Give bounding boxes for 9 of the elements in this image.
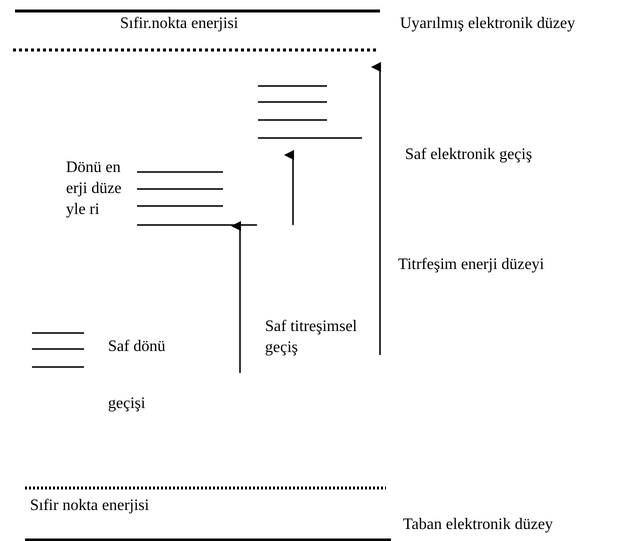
transition-label: Saf titreşimsel geçiş [265,317,358,358]
level-label: Sıfir nokta enerjisi [30,496,150,516]
transition-label: Saf dönü geçişi [108,337,166,414]
level-label: Sıfir.nokta enerjisi [120,14,240,34]
level-label: Titrfeşim enerji düzeyi [398,255,546,275]
level-label: Uyarılmış elektronik düzey [400,14,576,34]
level-label: Dönü enerji düzeyle ri [66,158,123,220]
transition-label: Saf elektronik geçiş [405,145,534,165]
level-label: Taban elektronik düzey [403,515,554,535]
